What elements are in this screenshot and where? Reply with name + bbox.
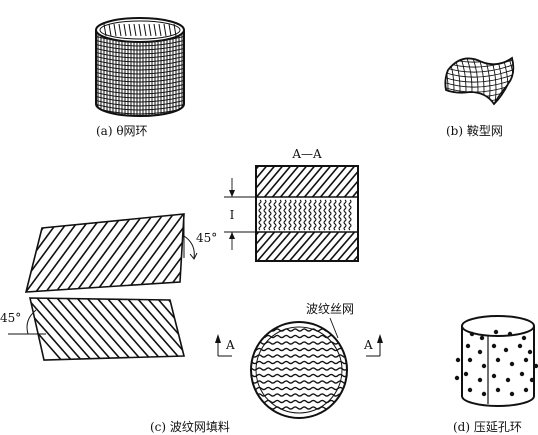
section-view [224,165,359,262]
caption-theta-ring: (a) θ网环 [96,124,148,138]
circular-section-view [215,317,383,419]
pressed-hole-ring-illustration [454,315,538,407]
corrugated-mesh-label: 波纹丝网 [306,302,354,316]
angle-label-upper: 45° [196,231,217,245]
saddle-mesh-illustration [444,56,515,106]
caption-saddle-mesh: (b) 鞍型网 [446,124,503,138]
caption-corrugated-packing: (c) 波纹网填料 [150,420,230,434]
corrugated-plate-lower [8,297,186,361]
caption-pressed-hole-ring: (d) 压延孔环 [453,420,522,434]
angle-label-lower: 45° [0,311,21,325]
section-marker-right: A [363,338,373,352]
section-marker-left: A [225,338,235,352]
corrugated-plate-upper [24,213,198,293]
section-title: A—A [291,147,322,161]
dimension-label: I [230,208,235,222]
theta-ring-illustration [95,17,185,117]
